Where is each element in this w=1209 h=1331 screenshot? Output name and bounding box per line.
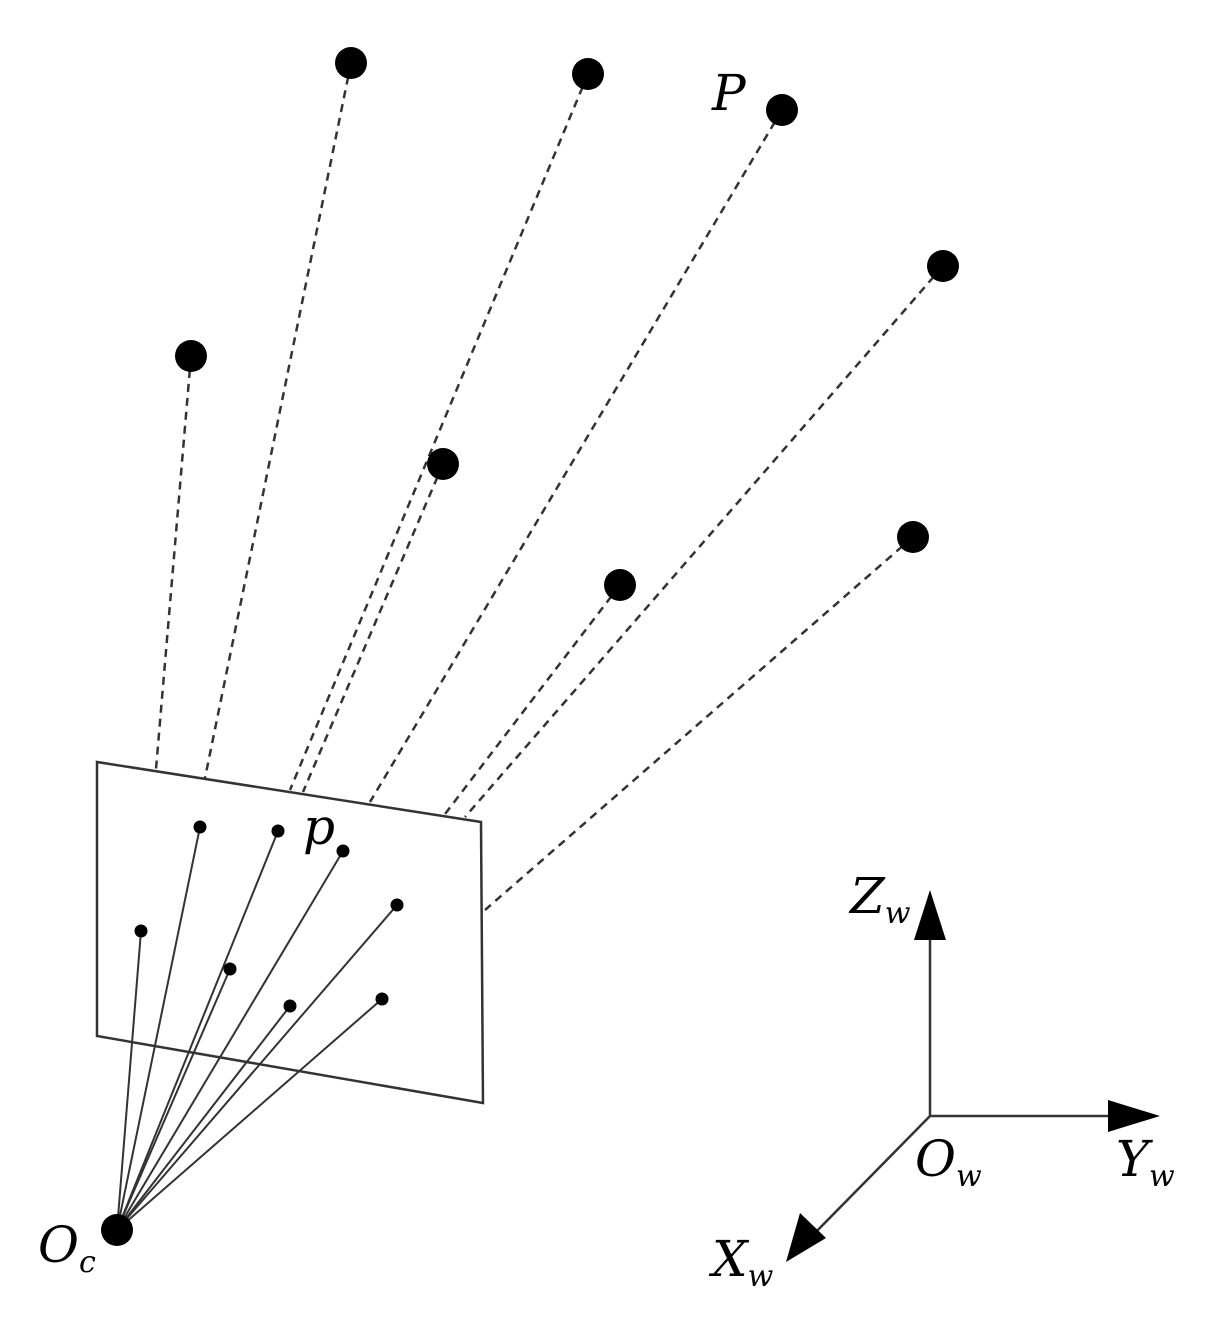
image-point: [336, 844, 350, 858]
projection-ray: [154, 355, 193, 770]
camera-ray: [116, 904, 398, 1231]
image-point: [134, 924, 148, 938]
projection-ray: [484, 536, 914, 911]
image-point: [223, 962, 237, 976]
world-point: [927, 250, 959, 282]
camera-ray: [116, 998, 383, 1231]
axis-x-arrowhead: [786, 1213, 826, 1262]
image-point: [283, 999, 297, 1013]
projection-rays: [154, 62, 944, 911]
camera-ray: [116, 826, 201, 1231]
world-point: [766, 94, 798, 126]
world-point: [335, 47, 367, 79]
camera-ray: [116, 930, 142, 1231]
world-point: [604, 569, 636, 601]
camera-ray: [116, 1005, 291, 1231]
camera-ray: [116, 830, 279, 1231]
image-point: [390, 898, 404, 912]
image-point: [193, 820, 207, 834]
image-points: [134, 820, 404, 1013]
axis-arrowheads: [786, 890, 1160, 1262]
projection-ray: [288, 73, 590, 791]
world-point: [175, 340, 207, 372]
world-origin-label: Ow: [915, 1130, 982, 1194]
world-points: [175, 47, 959, 601]
projection-ray: [464, 265, 944, 818]
image-point: [375, 992, 389, 1006]
world-point: [897, 521, 929, 553]
axis-y-arrowhead: [1108, 1100, 1160, 1132]
camera-ray: [116, 968, 231, 1231]
image-point: [271, 824, 285, 838]
projection-ray: [203, 62, 353, 779]
image-point-label: p: [303, 798, 335, 856]
world-point: [572, 58, 604, 90]
world-axes: [807, 925, 1120, 1241]
axis-y-label: Yw: [1116, 1130, 1175, 1194]
camera-rays: [116, 826, 398, 1231]
projection-ray: [444, 584, 621, 815]
axis-x-line: [807, 1115, 931, 1241]
camera-ray: [116, 850, 344, 1231]
world-point-label: P: [711, 64, 747, 122]
camera-center-dot: [101, 1214, 133, 1246]
axis-z-label: Zw: [848, 867, 911, 931]
projection-ray: [301, 463, 445, 793]
axis-x-label: Xw: [708, 1230, 774, 1294]
axis-z-arrowhead: [914, 890, 946, 940]
world-point: [427, 448, 459, 480]
camera-center-label: Oc: [38, 1216, 96, 1280]
image-plane: [95, 760, 485, 1105]
